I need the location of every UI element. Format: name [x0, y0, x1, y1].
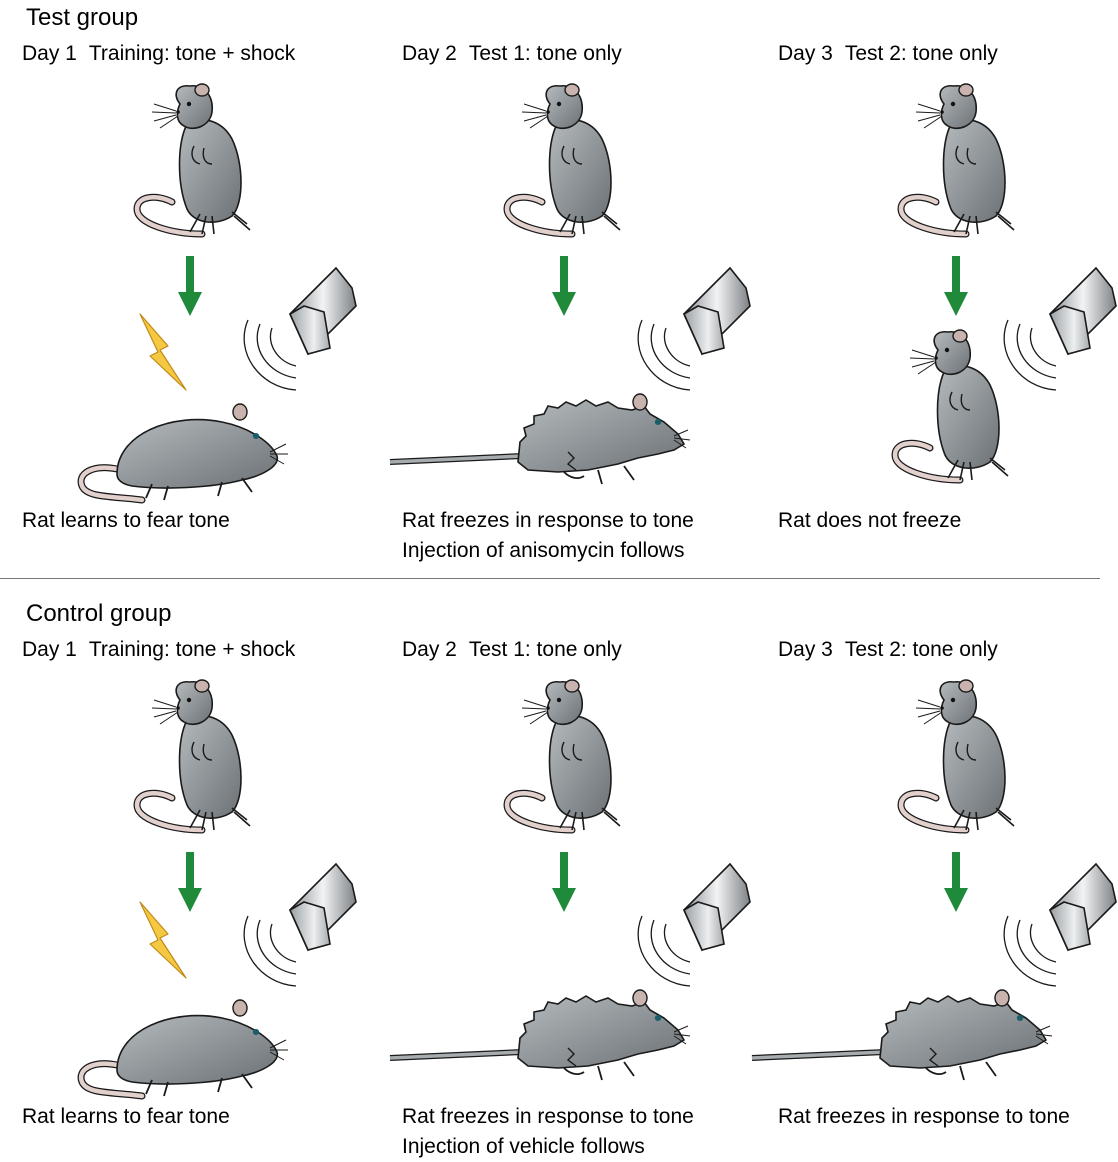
- caption-line: Injection of vehicle follows: [402, 1132, 694, 1162]
- panel-illustration: [402, 0, 774, 560]
- group-divider: [0, 578, 1100, 579]
- lightning-bolt-icon: [140, 314, 186, 390]
- speaker-icon: [244, 864, 356, 986]
- down-arrow-icon: [944, 852, 968, 912]
- caption-line: Rat learns to fear tone: [22, 506, 230, 536]
- outcome-caption: Rat learns to fear tone: [22, 506, 230, 536]
- sitting-rat-icon: [507, 680, 620, 830]
- outcome-caption: Rat freezes in response to tone: [778, 1102, 1070, 1132]
- caption-line: Rat does not freeze: [778, 506, 961, 536]
- down-arrow-icon: [552, 256, 576, 316]
- caption-line: Rat learns to fear tone: [22, 1102, 230, 1132]
- outcome-caption: Rat freezes in response to tone Injectio…: [402, 1102, 694, 1162]
- outcome-caption: Rat does not freeze: [778, 506, 961, 536]
- caption-line: Injection of anisomycin follows: [402, 536, 694, 566]
- caption-line: Rat freezes in response to tone: [402, 1102, 694, 1132]
- outcome-caption: Rat learns to fear tone: [22, 1102, 230, 1132]
- freezing-rat-icon: [752, 990, 1052, 1080]
- panel-illustration: [402, 596, 774, 1156]
- crouching-rat-icon: [81, 1000, 288, 1096]
- lightning-bolt-icon: [140, 902, 186, 978]
- speaker-icon: [638, 864, 750, 986]
- panel-illustration: [778, 0, 1118, 560]
- panel-illustration: [22, 0, 394, 560]
- down-arrow-icon: [944, 256, 968, 316]
- down-arrow-icon: [552, 852, 576, 912]
- freezing-rat-icon: [390, 990, 690, 1080]
- sitting-rat-icon: [901, 680, 1014, 830]
- down-arrow-icon: [178, 256, 202, 316]
- speaker-icon: [1004, 864, 1116, 986]
- freezing-rat-icon: [390, 394, 690, 484]
- caption-line: Rat freezes in response to tone: [778, 1102, 1070, 1132]
- sitting-rat-icon: [507, 84, 620, 234]
- panel-illustration: [22, 596, 394, 1156]
- speaker-icon: [244, 268, 356, 390]
- sitting-rat-icon: [901, 84, 1014, 234]
- speaker-icon: [638, 268, 750, 390]
- panel-illustration: [778, 596, 1118, 1156]
- sitting-rat-icon: [137, 84, 250, 234]
- down-arrow-icon: [178, 852, 202, 912]
- sitting-rat-icon: [137, 680, 250, 830]
- outcome-caption: Rat freezes in response to tone Injectio…: [402, 506, 694, 566]
- speaker-icon: [1004, 268, 1116, 390]
- caption-line: Rat freezes in response to tone: [402, 506, 694, 536]
- sitting-rat-icon: [895, 330, 1008, 480]
- crouching-rat-icon: [81, 404, 288, 500]
